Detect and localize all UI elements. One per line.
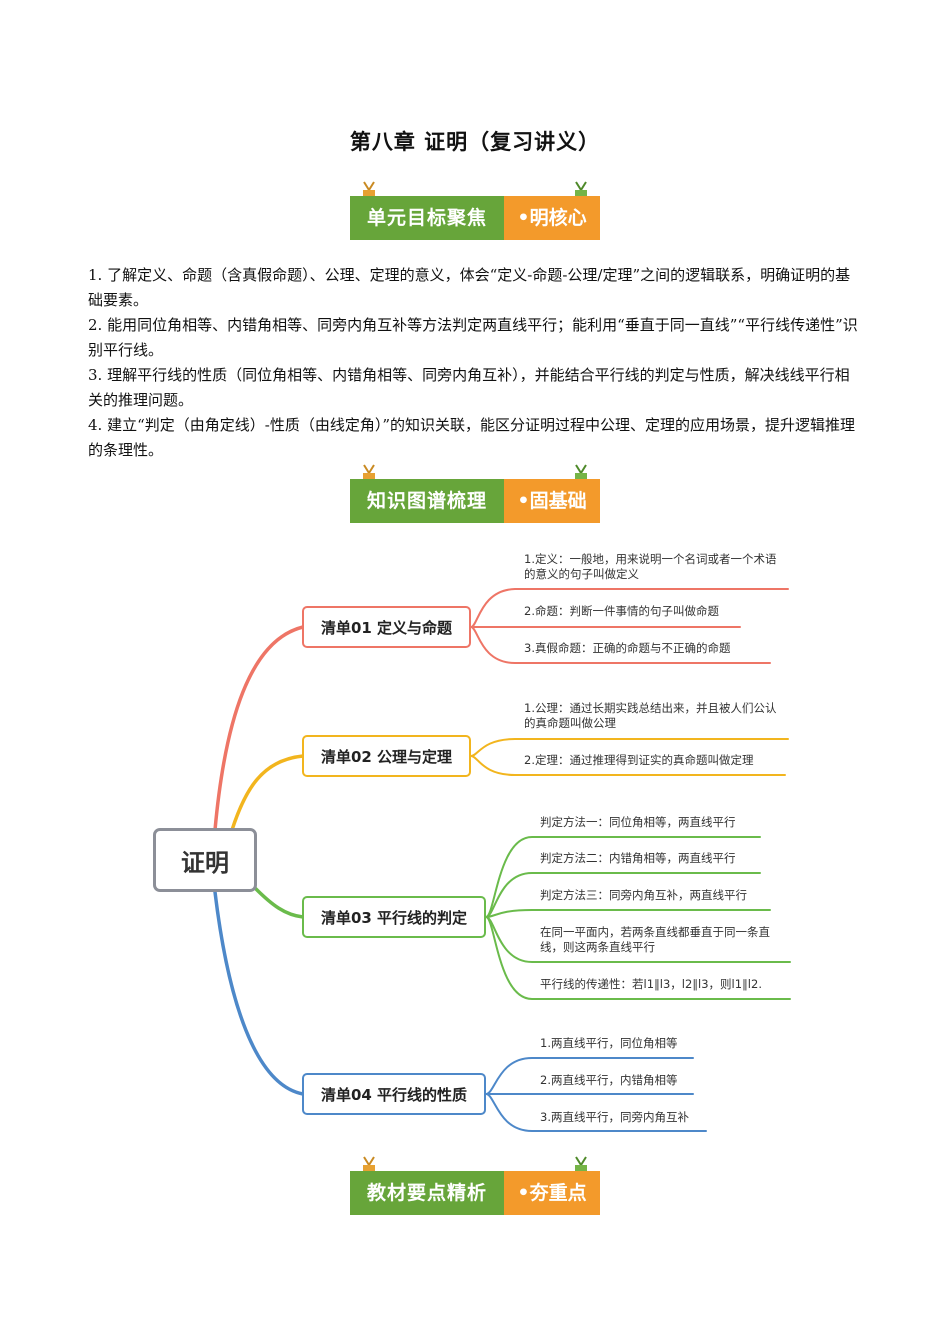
root-branch-connector — [230, 754, 305, 832]
banner-main-text: 知识图谱梳理 — [350, 479, 504, 523]
section-banner-goals: 单元目标聚焦 •明核心 — [350, 181, 600, 240]
leaf-text: 在同一平面内，若两条直线都垂直于同一条直线，则这两条直线平行 — [540, 925, 770, 954]
leaf-connector — [485, 909, 771, 918]
banner-tag-text: •明核心 — [504, 196, 600, 240]
leaf-connector — [485, 836, 761, 918]
binder-clip-icon — [575, 1156, 587, 1173]
leaf-text: 判定方法三：同旁内角互补，两直线平行 — [540, 888, 747, 902]
page-title: 第八章 证明（复习讲义） — [349, 130, 601, 154]
banner-main-text: 单元目标聚焦 — [350, 196, 504, 240]
leaf-text: 平行线的传递性：若l1∥l3，l2∥l3，则l1∥l2. — [540, 977, 762, 991]
root-branch-connector — [213, 625, 305, 832]
banner-tag-text: •夯重点 — [504, 1171, 600, 1215]
goal-item: 3. 理解平行线的性质（同位角相等、内错角相等、同旁内角互补），并能结合平行线的… — [88, 366, 850, 409]
leaf-connector — [470, 626, 771, 664]
section-banner-key-points: 教材要点精析 •夯重点 — [350, 1156, 600, 1215]
branch-node-parallel-criteria: 清单03 平行线的判定 — [302, 896, 486, 938]
section-banner-knowledge-map: 知识图谱梳理 •固基础 — [350, 464, 600, 523]
binder-clip-icon — [363, 464, 375, 481]
banner-main-text: 教材要点精析 — [350, 1171, 504, 1215]
goal-item: 1. 了解定义、命题（含真假命题）、公理、定理的意义，体会“定义-命题-公理/定… — [88, 266, 851, 309]
branch-node-definition-proposition: 清单01 定义与命题 — [302, 606, 471, 648]
leaf-text: 2.命题：判断一件事情的句子叫做命题 — [524, 604, 719, 618]
leaf-connector — [470, 588, 789, 628]
goal-item: 4. 建立“判定（由角定线）-性质（由线定角）”的知识关联，能区分证明过程中公理… — [88, 416, 855, 459]
binder-clip-icon — [575, 464, 587, 481]
mindmap-root-node: 证明 — [153, 828, 257, 892]
leaf-text: 2.定理：通过推理得到证实的真命题叫做定理 — [524, 753, 754, 767]
binder-clip-icon — [363, 1156, 375, 1173]
leaf-connector — [470, 755, 786, 776]
leaf-text: 判定方法一：同位角相等，两直线平行 — [540, 815, 736, 829]
leaf-text: 2.两直线平行，内错角相等 — [540, 1073, 678, 1087]
leaf-connector — [470, 738, 789, 757]
unit-goals: 1. 了解定义、命题（含真假命题）、公理、定理的意义，体会“定义-命题-公理/定… — [88, 263, 864, 463]
leaf-text: 1.定义：一般地，用来说明一个名词或者一个术语的意义的句子叫做定义 — [524, 552, 777, 581]
root-branch-connector — [253, 886, 305, 919]
leaf-text: 1.公理：通过长期实践总结出来，并且被人们公认的真命题叫做公理 — [524, 701, 777, 730]
leaf-text: 判定方法二：内错角相等，两直线平行 — [540, 851, 736, 865]
branch-node-axiom-theorem: 清单02 公理与定理 — [302, 735, 471, 777]
leaf-connector — [485, 1057, 694, 1095]
leaf-connector — [485, 916, 791, 1000]
binder-clip-icon — [363, 181, 375, 198]
leaf-text: 1.两直线平行，同位角相等 — [540, 1036, 678, 1050]
banner-tag-text: •固基础 — [504, 479, 600, 523]
branch-node-parallel-properties: 清单04 平行线的性质 — [302, 1073, 486, 1115]
leaf-text: 3.真假命题：正确的命题与不正确的命题 — [524, 641, 731, 655]
goal-item: 2. 能用同位角相等、内错角相等、同旁内角互补等方法判定两直线平行；能利用“垂直… — [88, 316, 858, 359]
leaf-text: 3.两直线平行，同旁内角互补 — [540, 1110, 689, 1124]
leaf-connector — [485, 1093, 707, 1132]
root-branch-connector — [213, 890, 305, 1096]
binder-clip-icon — [575, 181, 587, 198]
leaf-connector — [485, 872, 761, 918]
